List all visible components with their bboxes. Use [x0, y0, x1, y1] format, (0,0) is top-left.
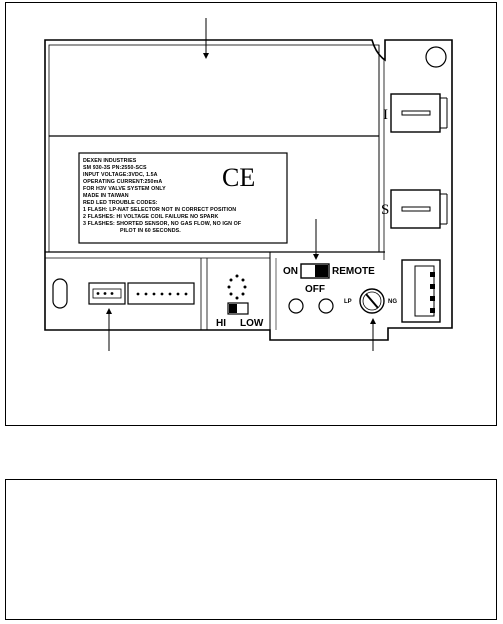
notes-box: [5, 479, 497, 620]
remote-label: REMOTE: [332, 266, 375, 277]
label-line: 3 FLASHES: SHORTED SENSOR, NO GAS FLOW, …: [83, 221, 242, 227]
label-line: RED LED TROUBLE CODES:: [83, 200, 158, 206]
terminal-block-small: [88, 282, 126, 305]
on-label: ON: [283, 266, 298, 277]
hi-label: HI: [216, 318, 226, 329]
label-line: 2 FLASHES: HI VOLTAGE COIL FAILURE NO SP…: [83, 214, 219, 220]
connector-i-label: I: [383, 107, 388, 123]
connector-s: [390, 189, 441, 229]
connector-i: [390, 93, 441, 133]
off-label: OFF: [305, 284, 325, 295]
reset-button[interactable]: [288, 298, 304, 314]
low-label: LOW: [240, 318, 264, 329]
diagram-frame: [5, 2, 497, 426]
connector-s-label: S: [381, 202, 389, 218]
label-line: OPERATING CURRENT:250mA: [83, 179, 162, 185]
led-indicator: [227, 274, 247, 300]
round-button[interactable]: [318, 298, 334, 314]
label-line: DEXEN INDUSTRIES: [83, 158, 137, 164]
label-line: PILOT IN 60 SECONDS.: [120, 228, 181, 234]
lp-label: LP: [344, 299, 352, 305]
label-line: 1 FLASH: LP-NAT SELECTOR NOT IN CORRECT …: [83, 207, 236, 213]
ng-label: NG: [388, 299, 397, 305]
product-label: [78, 152, 288, 244]
label-line: MADE IN TAIWAN: [83, 193, 129, 199]
hilow-switch[interactable]: [227, 302, 249, 315]
mounting-hole: [425, 46, 447, 68]
slot: [52, 278, 68, 309]
label-text: DEXEN INDUSTRIES SM 930-3S PN:2550-SCS I…: [83, 158, 242, 234]
label-line: INPUT VOLTAGE:3VDC, 1.5A: [83, 172, 158, 178]
label-line: FOR H3V VALVE SYSTEM ONLY: [83, 186, 166, 192]
ce-mark: CE: [222, 163, 255, 192]
label-line: SM 930-3S PN:2550-SCS: [83, 165, 147, 171]
